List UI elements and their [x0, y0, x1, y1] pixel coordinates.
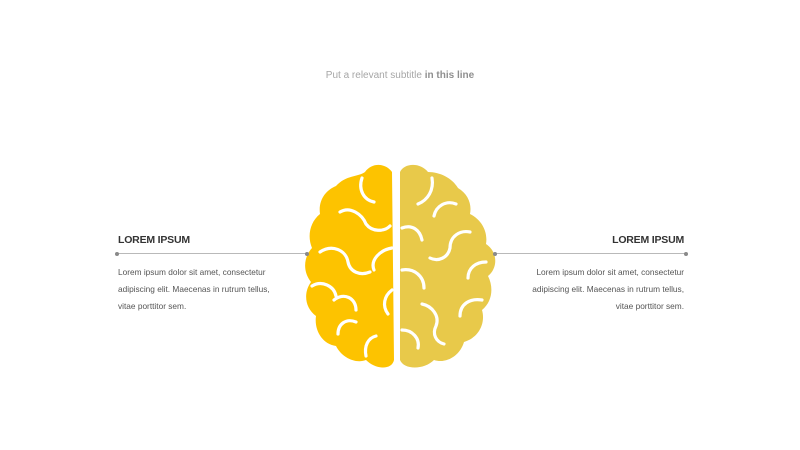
left-block-title: LOREM IPSUM	[118, 234, 190, 246]
right-block-body: Lorem ipsum dolor sit amet, consectetur …	[514, 264, 684, 315]
left-connector-end-dot	[115, 251, 119, 256]
right-connector-end-dot	[684, 251, 688, 256]
left-connector-line	[117, 253, 307, 254]
right-text-block: LOREM IPSUM Lorem ipsum dolor sit amet, …	[514, 234, 684, 315]
subtitle: Put a relevant subtitle in this line	[0, 70, 800, 81]
left-block-line-3: vitae porttitor sem.	[118, 301, 187, 311]
subtitle-regular: Put a relevant subtitle	[325, 70, 422, 81]
subtitle-bold: in this line	[424, 70, 475, 81]
right-block-line-1: Lorem ipsum dolor sit amet, consectetur	[536, 267, 684, 277]
right-connector-brain-dot	[493, 251, 497, 256]
left-block-line-2: adipiscing elit. Maecenas in rutrum tell…	[118, 284, 270, 294]
left-block-line-1: Lorem ipsum dolor sit amet, consectetur	[118, 267, 266, 277]
right-block-title: LOREM IPSUM	[612, 234, 684, 246]
right-block-line-2: adipiscing elit. Maecenas in rutrum tell…	[532, 284, 684, 294]
left-connector-brain-dot	[305, 251, 309, 256]
left-text-block: LOREM IPSUM Lorem ipsum dolor sit amet, …	[118, 234, 288, 315]
right-hemisphere	[400, 164, 496, 368]
left-block-body: Lorem ipsum dolor sit amet, consectetur …	[118, 264, 288, 315]
right-block-line-3: vitae porttitor sem.	[615, 301, 684, 311]
right-connector-line	[495, 253, 686, 254]
